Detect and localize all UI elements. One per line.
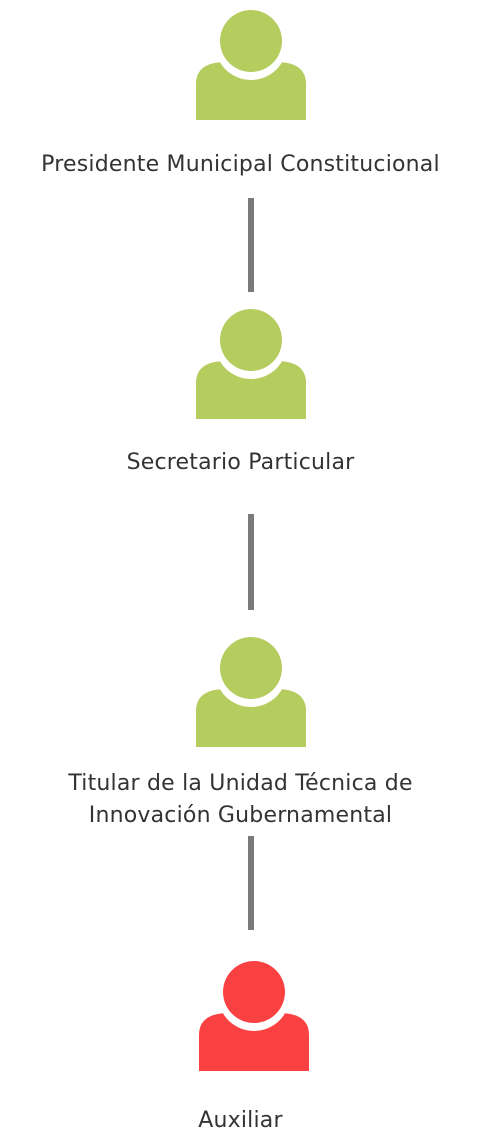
- node-label-titular-line1: Titular de la Unidad Técnica de: [68, 771, 413, 796]
- connector-line: [248, 836, 254, 930]
- person-body: [196, 361, 306, 419]
- person-head: [220, 309, 282, 371]
- person-head: [223, 961, 285, 1023]
- person-body: [199, 1013, 309, 1071]
- person-icon: [196, 635, 306, 747]
- node-label-secretario: Secretario Particular: [126, 450, 355, 475]
- person-body: [196, 62, 306, 120]
- person-head: [220, 10, 282, 72]
- connector-line: [248, 198, 254, 292]
- node-label-titular-line2: Innovación Gubernamental: [88, 803, 393, 828]
- person-icon: [196, 307, 306, 419]
- person-body: [196, 689, 306, 747]
- person-icon: [196, 8, 306, 120]
- connector-line: [248, 514, 254, 610]
- person-icon: [199, 959, 309, 1071]
- person-head: [220, 637, 282, 699]
- node-label-presidente: Presidente Municipal Constitucional: [41, 152, 440, 177]
- node-label-auxiliar: Auxiliar: [198, 1108, 283, 1133]
